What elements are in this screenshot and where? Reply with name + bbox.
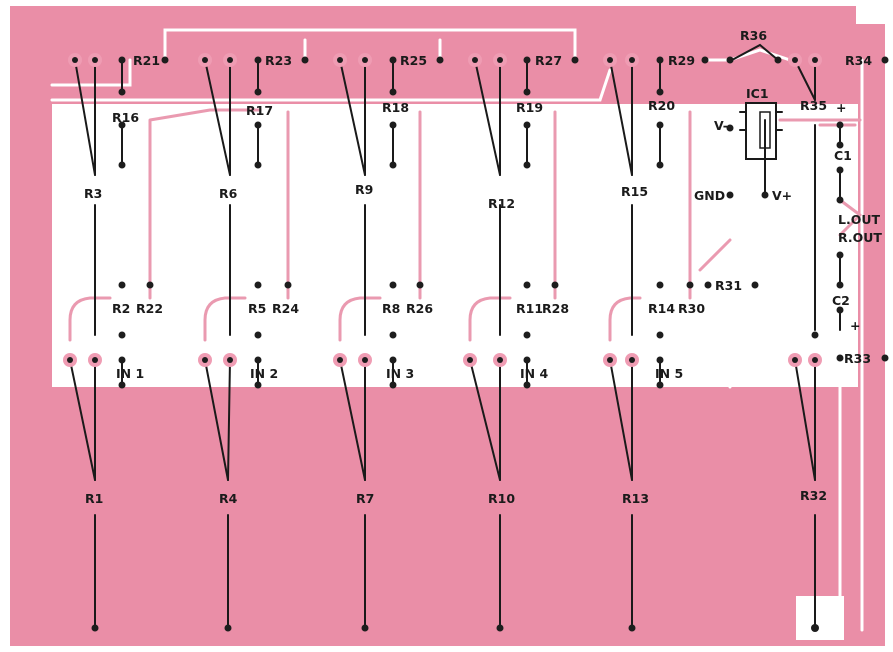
label-r23: R23: [265, 53, 292, 68]
label-c1: C1: [834, 148, 852, 163]
label-r35-plus: +: [836, 100, 846, 115]
label-in1: IN 1: [116, 366, 144, 381]
component-wires: [69, 59, 841, 629]
label-r35: R35: [800, 98, 827, 113]
label-r32: R32: [800, 488, 827, 503]
label-r20: R20: [648, 98, 675, 113]
label-r36: R36: [740, 28, 767, 43]
label-c2: C2: [832, 293, 850, 308]
label-r11: R11: [516, 301, 543, 316]
label-r14: R14: [648, 301, 675, 316]
label-r8: R8: [382, 301, 400, 316]
label-r30: R30: [678, 301, 705, 316]
label-r27: R27: [535, 53, 562, 68]
copper-traces: [50, 28, 864, 632]
label-r28: R28: [542, 301, 569, 316]
label-r4: R4: [219, 491, 238, 506]
label-r31: R31: [715, 278, 742, 293]
pink-traces: [68, 108, 862, 342]
copper-bottom-area: [10, 387, 885, 646]
component-labels: R21 R23 R25 R27 R29 R36 R34 R16 R17 R18 …: [84, 28, 882, 506]
label-r24: R24: [272, 301, 299, 316]
pad-row-middle: [63, 353, 822, 367]
copper-top-band: [10, 6, 885, 104]
pad-row-top: [68, 53, 822, 67]
label-in2: IN 2: [250, 366, 278, 381]
label-gnd: GND: [694, 188, 725, 203]
solder-pads: [63, 53, 822, 367]
label-r9: R9: [355, 182, 373, 197]
label-ic1: IC1: [746, 86, 769, 101]
label-r34: R34: [845, 53, 872, 68]
label-r26: R26: [406, 301, 433, 316]
label-v-plus: V+: [772, 188, 792, 203]
label-r13: R13: [622, 491, 649, 506]
label-r6: R6: [219, 186, 238, 201]
label-r2: R2: [112, 301, 130, 316]
label-r25: R25: [400, 53, 427, 68]
label-r1: R1: [85, 491, 103, 506]
label-in5: IN 5: [655, 366, 683, 381]
label-r29: R29: [668, 53, 695, 68]
label-in4: IN 4: [520, 366, 548, 381]
r36-resistor-shape: [731, 43, 779, 61]
label-v-minus: V-: [714, 118, 728, 133]
ic1-chip: [739, 102, 783, 160]
label-r15: R15: [621, 184, 648, 199]
label-r17: R17: [246, 103, 273, 118]
label-r19: R19: [516, 100, 543, 115]
label-in3: IN 3: [386, 366, 414, 381]
label-c2-plus: +: [850, 318, 860, 333]
label-r18: R18: [382, 100, 409, 115]
label-r3: R3: [84, 186, 102, 201]
label-r5: R5: [248, 301, 266, 316]
label-l-out: L.OUT: [838, 212, 880, 227]
top-right-notch: [856, 6, 885, 24]
label-r-out: R.OUT: [838, 230, 882, 245]
label-r22: R22: [136, 301, 163, 316]
label-r33: R33: [844, 351, 871, 366]
label-r10: R10: [488, 491, 515, 506]
label-r16: R16: [112, 110, 139, 125]
label-r21: R21: [133, 53, 160, 68]
label-r7: R7: [356, 491, 374, 506]
label-r12: R12: [488, 196, 515, 211]
junction-dots: [91, 56, 889, 632]
